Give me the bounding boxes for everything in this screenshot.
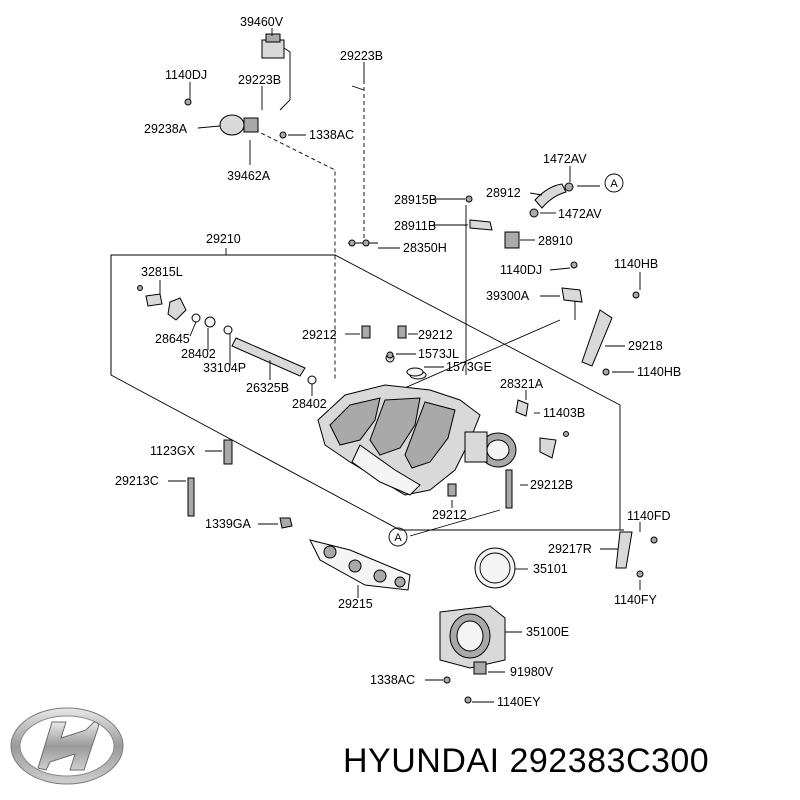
label-26325B: 26325B bbox=[246, 381, 289, 395]
label-1140HB-a: 1140HB bbox=[614, 257, 658, 271]
label-1573GE: 1573GE bbox=[446, 360, 492, 374]
small-parts bbox=[137, 33, 658, 704]
label-39300A: 39300A bbox=[486, 289, 530, 303]
label-28912: 28912 bbox=[486, 186, 521, 200]
label-1140DJ-a: 1140DJ bbox=[165, 68, 207, 82]
label-29223B-b: 29223B bbox=[238, 73, 281, 87]
label-29213C: 29213C bbox=[115, 474, 159, 488]
label-28915B: 28915B bbox=[394, 193, 437, 207]
label-39460V: 39460V bbox=[240, 15, 284, 29]
label-29238A: 29238A bbox=[144, 122, 188, 136]
label-29212-b: 29212 bbox=[418, 328, 453, 342]
part-labels: 39460V 29223B 1140DJ 29223B 29238A 1338A… bbox=[115, 15, 681, 709]
label-1140FY: 1140FY bbox=[614, 593, 658, 607]
label-35101: 35101 bbox=[533, 562, 568, 576]
brand-name: HYUNDAI bbox=[343, 742, 500, 780]
label-1472AV-b: 1472AV bbox=[558, 207, 602, 221]
ref-marker-a-top-label: A bbox=[610, 178, 618, 190]
label-28911B: 28911B bbox=[394, 219, 436, 233]
label-1472AV-a: 1472AV bbox=[543, 152, 587, 166]
hyundai-logo bbox=[10, 707, 124, 785]
label-1339GA: 1339GA bbox=[205, 517, 252, 531]
label-29215: 29215 bbox=[338, 597, 373, 611]
label-28402-b: 28402 bbox=[292, 397, 327, 411]
label-35100E: 35100E bbox=[526, 625, 569, 639]
ref-marker-a-top: A bbox=[604, 173, 624, 193]
intake-manifold bbox=[317, 353, 517, 496]
label-1140HB-b: 1140HB bbox=[637, 365, 681, 379]
label-29217R: 29217R bbox=[548, 542, 592, 556]
label-28402-a: 28402 bbox=[181, 347, 216, 361]
label-1123GX: 1123GX bbox=[150, 444, 196, 458]
label-32815L: 32815L bbox=[141, 265, 183, 279]
label-29212-c: 29212 bbox=[432, 508, 467, 522]
footer-brand-part-number: HYUNDAI 292383C300 bbox=[343, 742, 709, 781]
label-29212-a: 29212 bbox=[302, 328, 337, 342]
label-39462A: 39462A bbox=[227, 169, 271, 183]
label-1338AC-b: 1338AC bbox=[370, 673, 415, 687]
label-29210: 29210 bbox=[206, 232, 241, 246]
assembly-frame bbox=[110, 80, 624, 531]
label-28350H: 28350H bbox=[403, 241, 447, 255]
label-91980V: 91980V bbox=[510, 665, 554, 679]
leader-lines bbox=[159, 28, 641, 703]
ref-marker-a-bottom: A bbox=[388, 527, 408, 547]
label-28321A: 28321A bbox=[500, 377, 544, 391]
label-29212B: 29212B bbox=[530, 478, 573, 492]
label-1140EY: 1140EY bbox=[497, 695, 541, 709]
part-number: 292383C300 bbox=[509, 742, 710, 780]
label-11403B: 11403B bbox=[543, 406, 585, 420]
label-1140FD: 1140FD bbox=[627, 509, 671, 523]
ref-marker-a-bottom-label: A bbox=[394, 532, 402, 544]
label-1573JL: 1573JL bbox=[418, 347, 459, 361]
label-29218: 29218 bbox=[628, 339, 663, 353]
label-28645: 28645 bbox=[155, 332, 190, 346]
label-28910: 28910 bbox=[538, 234, 573, 248]
label-1140DJ-b: 1140DJ bbox=[500, 263, 542, 277]
label-1338AC-a: 1338AC bbox=[309, 128, 354, 142]
label-29223B-top: 29223B bbox=[340, 49, 383, 63]
label-33104P: 33104P bbox=[203, 361, 246, 375]
